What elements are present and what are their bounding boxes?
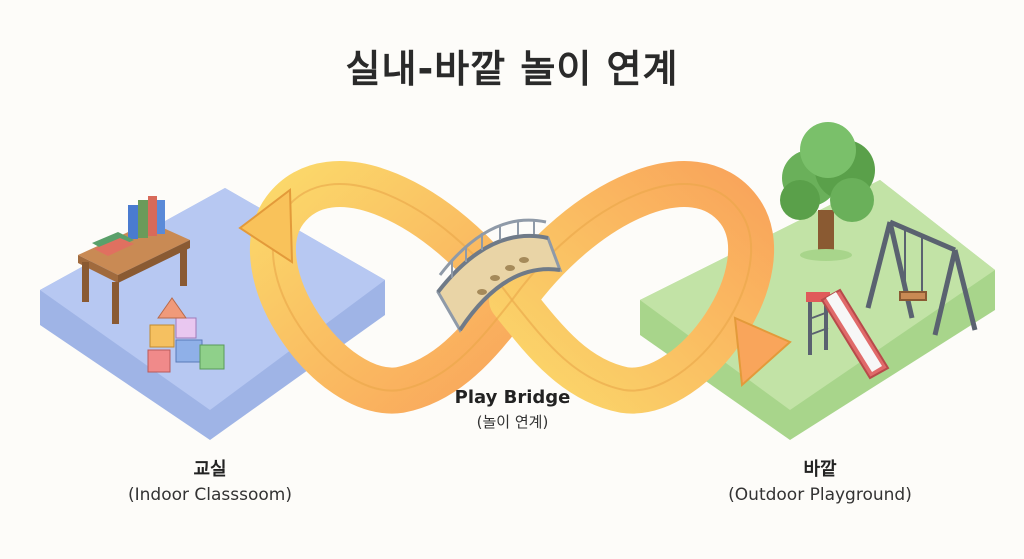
bookshelf-table-icon: [78, 196, 190, 324]
indoor-platform: [40, 188, 385, 440]
infinity-loop: [250, 161, 774, 414]
outdoor-subtitle: (Outdoor Playground): [728, 485, 912, 505]
swing-icon: [865, 219, 978, 336]
indoor-label: 교실 (Indoor Classsoom): [110, 455, 310, 505]
bridge-label: Play Bridge (놀이 연계): [420, 387, 605, 432]
right-arrow-icon: [733, 316, 792, 388]
tree-icon: [780, 122, 875, 261]
footprints-icon: [477, 257, 529, 295]
outdoor-label: 바깥 (Outdoor Playground): [715, 455, 925, 505]
bridge-icon: [436, 218, 563, 333]
left-arrow-icon: [238, 188, 294, 264]
toy-blocks-icon: [147, 297, 225, 373]
indoor-title: 교실: [193, 459, 227, 480]
bridge-subtitle: (놀이 연계): [476, 413, 549, 431]
bridge-title: Play Bridge: [454, 387, 571, 408]
slide-icon: [806, 288, 890, 380]
outdoor-title: 바깥: [803, 459, 837, 480]
page-title: 실내-바깥 놀이 연계: [345, 47, 679, 91]
indoor-subtitle: (Indoor Classsoom): [128, 485, 292, 505]
